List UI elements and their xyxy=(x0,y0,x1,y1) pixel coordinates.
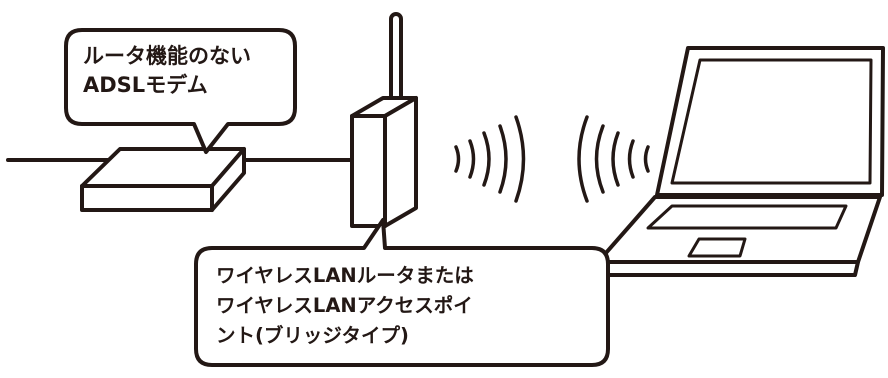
modem-label-line-1: ルータ機能のない xyxy=(83,44,251,68)
router-label-line-1: ワイヤレスLANルータまたは xyxy=(216,264,474,287)
wireless-router xyxy=(350,12,418,228)
laptop-front xyxy=(596,260,860,277)
laptop-signal-waves xyxy=(577,115,650,203)
modem-label-bubble xyxy=(64,28,297,154)
laptop xyxy=(596,46,885,277)
router-label-bubble xyxy=(194,218,610,367)
router-label-line-2: ワイヤレスLANアクセスポイ xyxy=(216,294,473,317)
laptop-screen xyxy=(670,58,873,185)
laptop-keyboard xyxy=(646,204,848,230)
adsl-modem xyxy=(80,147,246,212)
laptop-touchpad xyxy=(687,237,747,258)
router-antenna xyxy=(389,12,403,108)
modem-label-text: ルータ機能のない ADSLモデム xyxy=(83,42,251,100)
router-label-line-3: ント(ブリッジタイプ) xyxy=(216,324,409,347)
router-signal-waves xyxy=(454,115,526,203)
router-label-text: ワイヤレスLANルータまたは ワイヤレスLANアクセスポイ ント(ブリッジタイプ… xyxy=(216,261,474,351)
modem-label-line-2: ADSLモデム xyxy=(83,73,208,97)
